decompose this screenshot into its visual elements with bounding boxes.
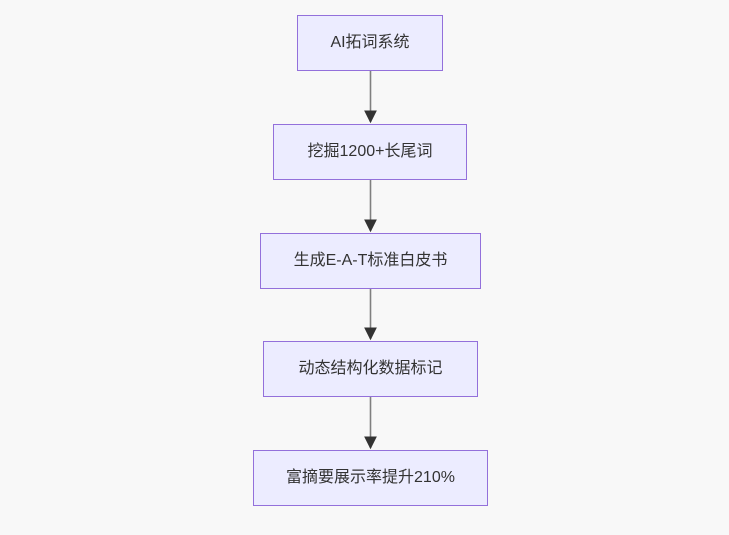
node-label: 挖掘1200+长尾词 xyxy=(307,143,433,160)
flowchart-node-eat-whitepaper: 生成E-A-T标准白皮书 xyxy=(260,233,481,289)
flowchart-node-longtail-mining: 挖掘1200+长尾词 xyxy=(273,124,467,180)
node-label: 富摘要展示率提升210% xyxy=(286,469,455,486)
node-label: 动态结构化数据标记 xyxy=(298,360,443,377)
flowchart-node-structured-data-markup: 动态结构化数据标记 xyxy=(263,341,478,397)
node-label: AI拓词系统 xyxy=(330,34,410,51)
node-label: 生成E-A-T标准白皮书 xyxy=(293,252,448,269)
flowchart-node-rich-snippet-uplift: 富摘要展示率提升210% xyxy=(253,450,488,506)
flowchart-node-ai-word-expansion: AI拓词系统 xyxy=(297,15,443,71)
